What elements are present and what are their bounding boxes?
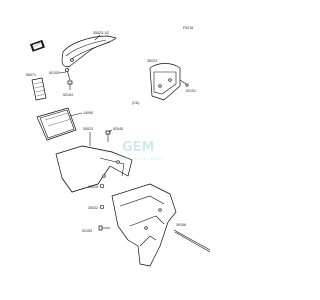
grommet-icon (67, 80, 73, 90)
rear-fender (111, 183, 177, 267)
warning-label-icon (29, 39, 45, 52)
part-label-inset-screw: 92151 (186, 89, 196, 93)
part-label-rod: 39156 (176, 223, 186, 227)
part-label-bolt-top: 92045 (113, 127, 123, 131)
part-label-bolt-bottom: 92153 (82, 229, 92, 233)
front-fender (61, 35, 117, 68)
fender-screw-icon (65, 68, 71, 81)
label-plate (31, 77, 47, 101)
bolt-bottom-icon (98, 225, 110, 231)
diagram-id: F0216 (183, 26, 193, 30)
rod (173, 229, 211, 253)
part-label-inner-cover: 35023 (83, 127, 93, 131)
inset-tag: (CA) (132, 101, 139, 105)
part-label-warning: 56071 (26, 73, 36, 77)
part-label-lower-bracket: 35022 (88, 206, 98, 210)
watermark-brand: GEM (122, 140, 155, 155)
part-label-flap: 14090 (83, 111, 93, 115)
inset-detail (149, 63, 189, 101)
parts-diagram: F0216 35023-1/2 92153 92154 56071 (26, 26, 211, 267)
part-label-grommet: 92154 (63, 93, 73, 97)
part-label-front-fender: 35023-1/2 (93, 31, 109, 35)
inner-cover (55, 145, 133, 193)
watermark-tagline: MOTORCYCLE PARTS (120, 157, 164, 161)
flap (36, 107, 77, 141)
lower-bracket-icon (99, 204, 105, 210)
bolt-top-icon (105, 130, 111, 142)
mid-bracket-icon (99, 183, 105, 189)
part-label-fender-screw: 92153 (49, 71, 59, 75)
part-label-inset-rear: 35023 (147, 59, 157, 63)
part-label-mid-bracket: 35019 (88, 185, 98, 189)
